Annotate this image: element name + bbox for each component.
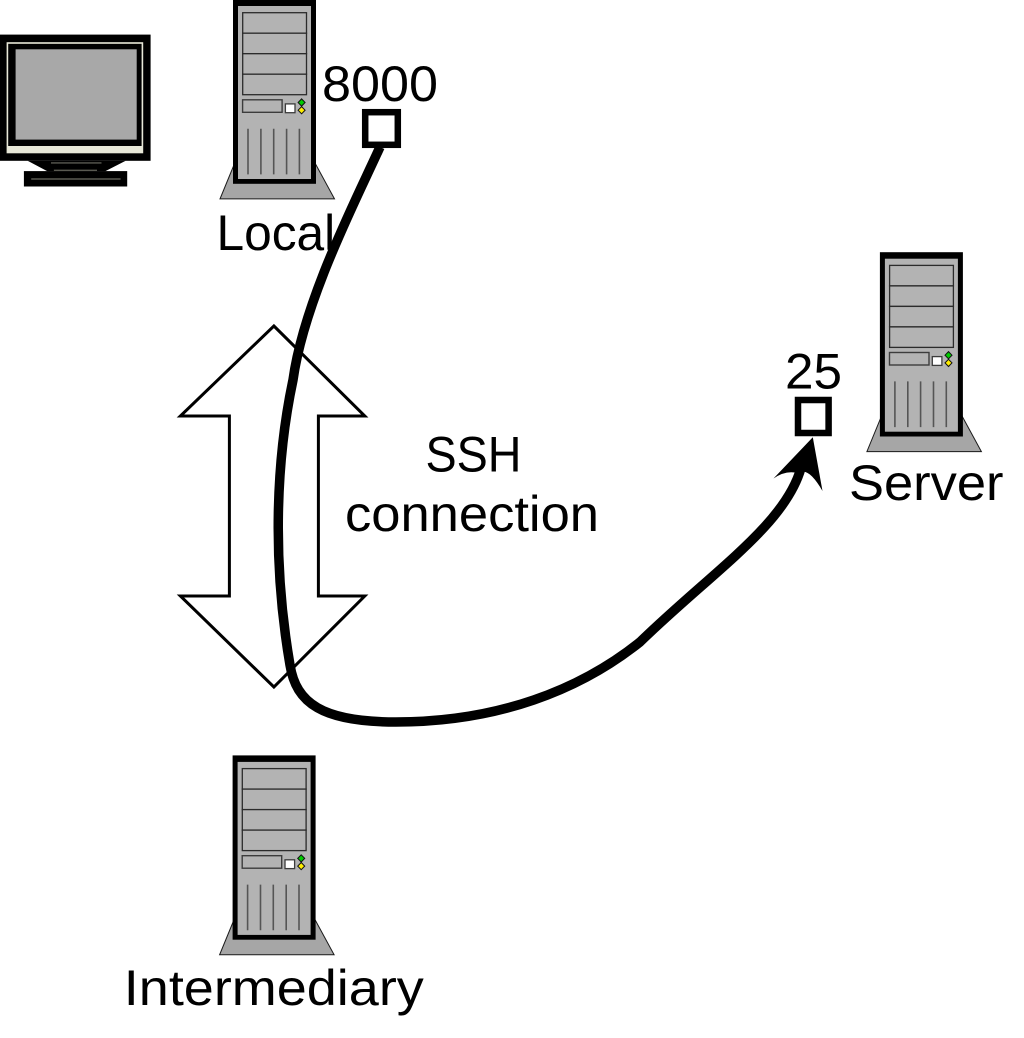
svg-text:25: 25: [785, 344, 842, 400]
svg-text:Server: Server: [849, 455, 1004, 511]
svg-text:Local: Local: [217, 205, 336, 261]
svg-text:SSH: SSH: [426, 427, 522, 483]
svg-text:connection: connection: [345, 486, 599, 542]
svg-text:Intermediary: Intermediary: [124, 960, 424, 1016]
svg-text:8000: 8000: [322, 56, 438, 112]
